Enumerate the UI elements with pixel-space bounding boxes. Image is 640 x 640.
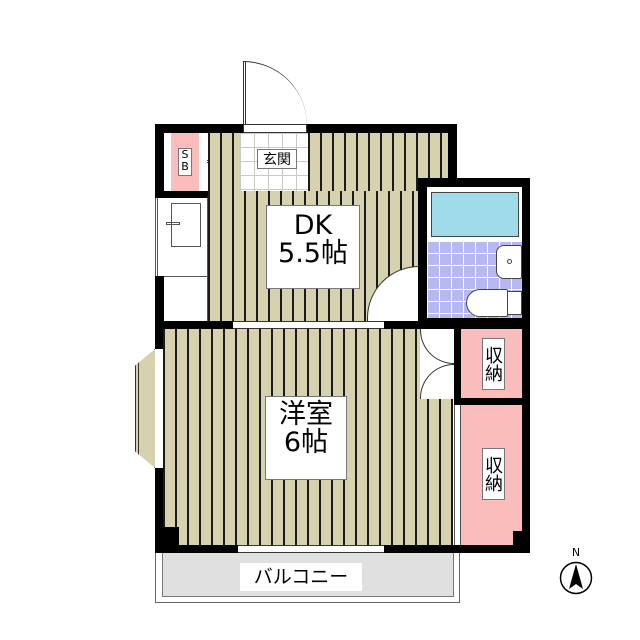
storage-upper-label: 収納 [482,338,505,390]
entrance-threshold [243,124,307,133]
kitchen-sink [171,203,201,247]
entrance-door [243,61,307,127]
western-room-floor [163,329,453,546]
toilet-bowl [466,289,508,317]
balcony-label: バルコニー [240,563,362,591]
western-room-size: 6帖 [283,427,329,459]
north-arrow-icon [559,561,593,595]
corner-bottom-left [163,527,179,545]
wall-right-top [448,124,457,182]
wall-bottom-right [384,545,530,553]
dk-label: DK 5.5帖 [266,205,360,289]
wall-left-lower-1 [155,329,163,349]
wall-mid-right [384,321,530,329]
entrance-door-leaf [243,61,246,126]
entrance-label: 玄関 [257,149,297,169]
wall-left-kitchen [155,198,158,276]
bay-window [135,349,155,468]
sliding-door-dk [233,321,384,329]
wall-bottom-left [155,545,238,553]
bathtub [431,192,519,237]
sliding-door-balcony [238,545,384,553]
storage-lower-sliding-door [454,405,461,552]
wall-top-right [307,124,457,133]
compass-label: N [571,546,581,559]
wall-mid-left [155,321,233,329]
washbasin-drain-icon [507,259,512,264]
dk-name: DK [293,210,333,241]
wall-left-lower-2 [155,468,163,552]
toilet-tank [507,291,522,315]
kitchen-stove [164,276,208,277]
wall-left-mid [155,276,164,336]
storage-lower-label: 収納 [482,448,505,500]
wall-top-left [155,124,243,133]
wall-shoebox-bottom [155,191,239,198]
shoe-box-label: SB [178,148,192,176]
western-room-name: 洋室 [279,399,333,430]
kitchen-faucet-icon [166,222,180,225]
storage-corner [513,531,522,547]
dk-size: 5.5帖 [278,238,348,270]
wall-left-top [155,124,164,194]
western-room-label: 洋室 6帖 [265,396,347,480]
